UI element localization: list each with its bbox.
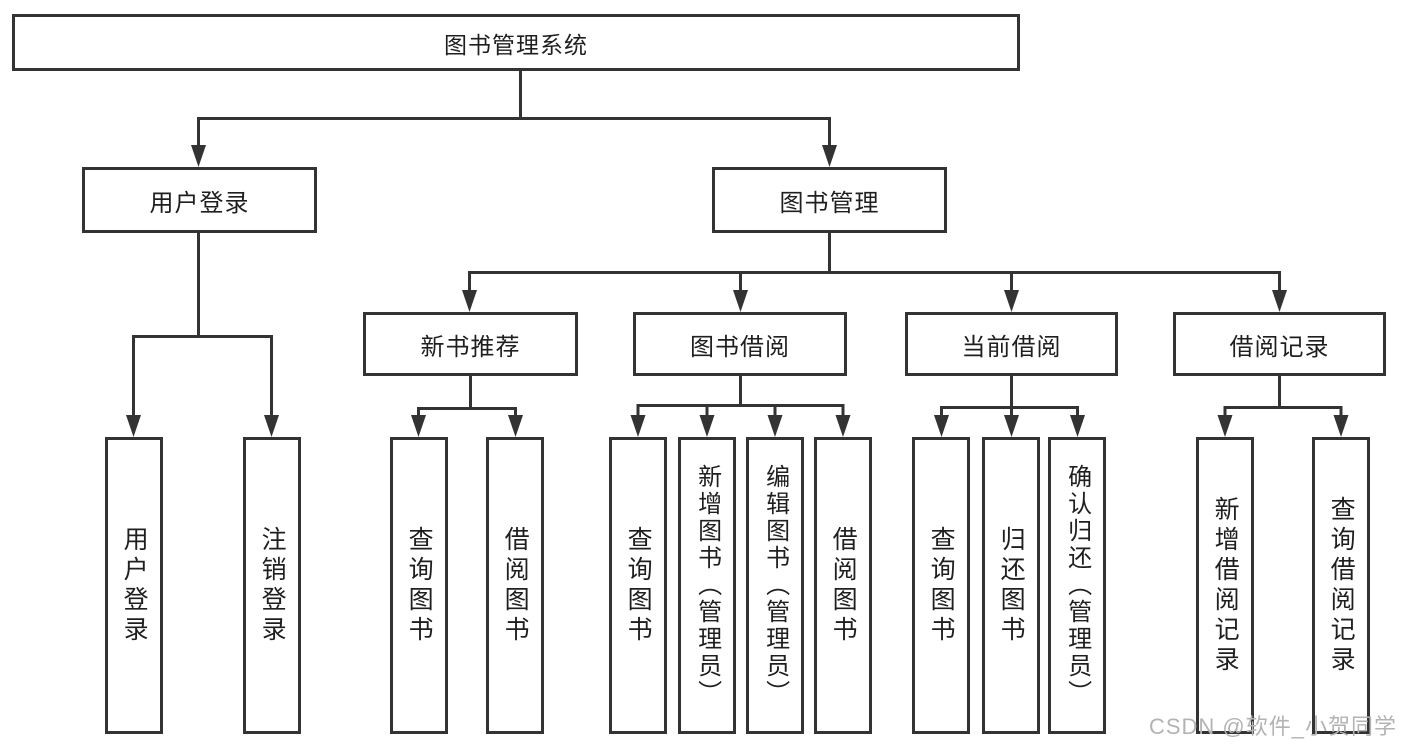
- leaf-user-login: 用户登录: [105, 437, 163, 734]
- leaf-label: 新增图书（管理员）: [693, 464, 721, 707]
- leaf-query-book-borrow: 查询图书: [609, 437, 667, 734]
- node-new-book-recommend: 新书推荐: [363, 312, 578, 376]
- leaf-confirm-return-admin: 确认归还（管理员）: [1048, 437, 1106, 734]
- leaf-label: 借阅图书: [501, 525, 530, 646]
- node-current-borrow: 当前借阅: [905, 312, 1118, 376]
- node-label: 图书管理系统: [444, 31, 588, 58]
- node-label: 借阅记录: [1229, 333, 1330, 361]
- leaf-label: 归还图书: [997, 525, 1026, 646]
- node-label: 用户登录: [149, 189, 250, 217]
- leaf-label: 新增借阅记录: [1211, 495, 1240, 676]
- leaf-edit-book-admin: 编辑图书（管理员）: [746, 437, 804, 734]
- leaf-label: 确认归还（管理员）: [1063, 464, 1091, 707]
- leaf-label: 查询图书: [624, 525, 653, 646]
- leaf-label: 查询借阅记录: [1327, 495, 1356, 676]
- node-book-management-branch: 图书管理: [712, 167, 947, 233]
- leaf-query-book-recommend: 查询图书: [390, 437, 448, 734]
- node-label: 当前借阅: [961, 333, 1062, 361]
- node-user-login-branch: 用户登录: [82, 167, 317, 233]
- leaf-query-borrow-record: 查询借阅记录: [1312, 437, 1370, 734]
- node-label: 新书推荐: [420, 333, 521, 361]
- node-label: 图书管理: [779, 189, 880, 217]
- leaf-borrow-book: 借阅图书: [814, 437, 872, 734]
- leaf-return-book: 归还图书: [982, 437, 1040, 734]
- leaf-label: 查询图书: [927, 525, 956, 646]
- leaf-logout: 注销登录: [243, 437, 301, 734]
- leaf-label: 注销登录: [258, 525, 287, 646]
- leaf-label: 编辑图书（管理员）: [761, 464, 789, 707]
- node-label: 图书借阅: [690, 333, 790, 361]
- leaf-label: 用户登录: [120, 525, 149, 646]
- leaf-query-book-current: 查询图书: [912, 437, 970, 734]
- node-book-borrow: 图书借阅: [633, 312, 847, 376]
- leaf-label: 借阅图书: [829, 525, 858, 646]
- node-library-management-system: 图书管理系统: [12, 14, 1020, 71]
- node-borrow-records: 借阅记录: [1173, 312, 1386, 376]
- csdn-watermark: CSDN @软件_小贺同学: [1148, 714, 1397, 739]
- leaf-add-book-admin: 新增图书（管理员）: [678, 437, 736, 734]
- leaf-label: 查询图书: [405, 525, 434, 646]
- leaf-borrow-book-recommend: 借阅图书: [486, 437, 544, 734]
- leaf-add-borrow-record: 新增借阅记录: [1196, 437, 1254, 734]
